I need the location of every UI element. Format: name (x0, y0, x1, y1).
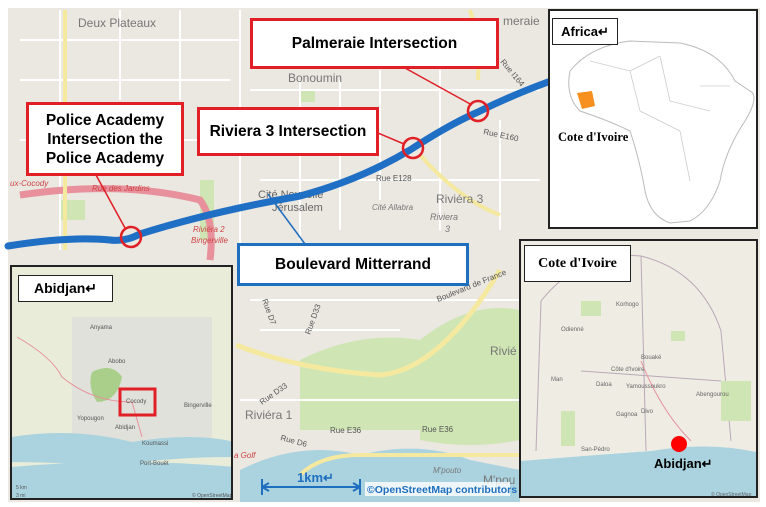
ocean (12, 462, 231, 498)
riviera3-callout: Riviera 3 Intersection (197, 107, 379, 156)
place-label: Port-Bouët (140, 461, 169, 467)
place-label: Yopougon (77, 416, 104, 422)
place-label: Odienné (561, 327, 584, 333)
map-label: Jérusalem (272, 202, 323, 214)
map-label: Deux Plateaux (78, 16, 156, 30)
place-label: Gagnoa (616, 412, 638, 418)
map-label: Riviéra 3 (436, 192, 484, 206)
scale-km: 5 km (16, 485, 27, 491)
inset-credit: © OpenStreetMap (192, 492, 233, 499)
police-academy-intersection-marker[interactable] (119, 225, 143, 249)
main-roads (19, 9, 520, 477)
place-label: Abobo (108, 359, 126, 365)
abidjan-inset-title: Abidjan↵ (18, 275, 113, 302)
map-label: Rivié (490, 344, 517, 358)
police-academy-callout: Police Academy Intersection the Police A… (26, 102, 184, 176)
map-label: Rue des Jardins (92, 184, 150, 193)
map-label: meraie (503, 14, 540, 28)
place-label: Daloa (596, 382, 612, 388)
lagoon (12, 433, 231, 467)
map-label: Riviéra 1 (245, 408, 293, 422)
map-label: M'pouto (433, 466, 462, 475)
africa-inset-title: Africa↵ (552, 18, 618, 45)
map-label: Cité Allabra (372, 203, 414, 212)
place-label: Bouaké (641, 355, 662, 361)
africa-outline: Cote d'Ivoire (558, 40, 755, 224)
riviera3-leader (377, 132, 405, 145)
map-label: Riviéra 2 (193, 225, 225, 234)
palmeraie-callout: Palmeraie Intersection (250, 18, 499, 69)
map-label: Riviera (430, 212, 458, 222)
place-label: Bingerville (184, 403, 212, 409)
scale-bar (261, 479, 361, 495)
police-academy-leader (95, 174, 126, 229)
africa-inset-map: Cote d'Ivoire Africa↵ (548, 9, 758, 229)
cote-divoire-map-graphic: Korhogo Bouaké Côte d'Ivoire Yamoussoukr… (521, 255, 756, 498)
ocean (521, 446, 756, 496)
map-label: Bingerville (191, 236, 228, 245)
callout-line: Police Academy (45, 149, 165, 167)
palmeraie-leader (404, 67, 473, 106)
place-label: Abidjan (115, 425, 135, 431)
cote-divoire-inset-title: Cote d'Ivoire (524, 245, 631, 282)
place-label: Korhogo (616, 302, 639, 308)
callout-line: Intersection the (47, 130, 163, 148)
map-label: Rue E36 (422, 425, 454, 434)
place-label: Côte d'Ivoire (611, 367, 645, 373)
map-label: 3 (445, 224, 450, 234)
map-label: Bonoumin (288, 71, 342, 85)
place-label: San-Pédro (581, 447, 610, 453)
osm-credit[interactable]: ©OpenStreetMap contributors (367, 484, 517, 496)
callout-line: Police Academy (45, 111, 165, 129)
park (90, 368, 122, 402)
scale-mi: 3 mi (16, 493, 25, 499)
place-label: Yamoussoukro (626, 384, 666, 390)
abidjan-map-graphic: Anyama Abobo Cocody Yopougon Abidjan Kou… (12, 317, 233, 499)
cocody-highlight-box (118, 387, 157, 417)
parks (60, 90, 520, 445)
scale-label: 1km↵ (297, 470, 334, 485)
abidjan-location-dot (671, 436, 687, 452)
place-label: Anyama (90, 325, 113, 331)
map-label: ux-Cocody (10, 179, 49, 188)
map-label: Rue E128 (376, 174, 412, 183)
riviera3-intersection-marker[interactable] (401, 136, 425, 160)
inset-credit: © OpenStreetMap (711, 491, 752, 498)
boulevard-leader (267, 193, 306, 245)
abidjan-inset-map: Anyama Abobo Cocody Yopougon Abidjan Kou… (10, 265, 233, 500)
map-label: Rue E36 (330, 426, 362, 435)
abidjan-city-label: Abidjan↵ (654, 456, 713, 471)
credit-background (365, 482, 510, 496)
cote-divoire-highlight (577, 91, 595, 109)
boulevard-mitterrand-route (4, 78, 552, 250)
place-label: Divo (641, 409, 654, 415)
boulevard-mitterrand-callout: Boulevard Mitterrand (237, 243, 469, 286)
place-label: Koumassi (142, 441, 168, 447)
map-label: a Golf (234, 451, 256, 460)
place-label: Man (551, 377, 563, 383)
africa-country-label: Cote d'Ivoire (558, 130, 629, 144)
place-label: Abengourou (696, 392, 729, 398)
cote-divoire-inset-map: Korhogo Bouaké Côte d'Ivoire Yamoussoukr… (519, 239, 758, 498)
place-label: Cocody (126, 399, 146, 405)
palmeraie-intersection-marker[interactable] (466, 99, 490, 123)
